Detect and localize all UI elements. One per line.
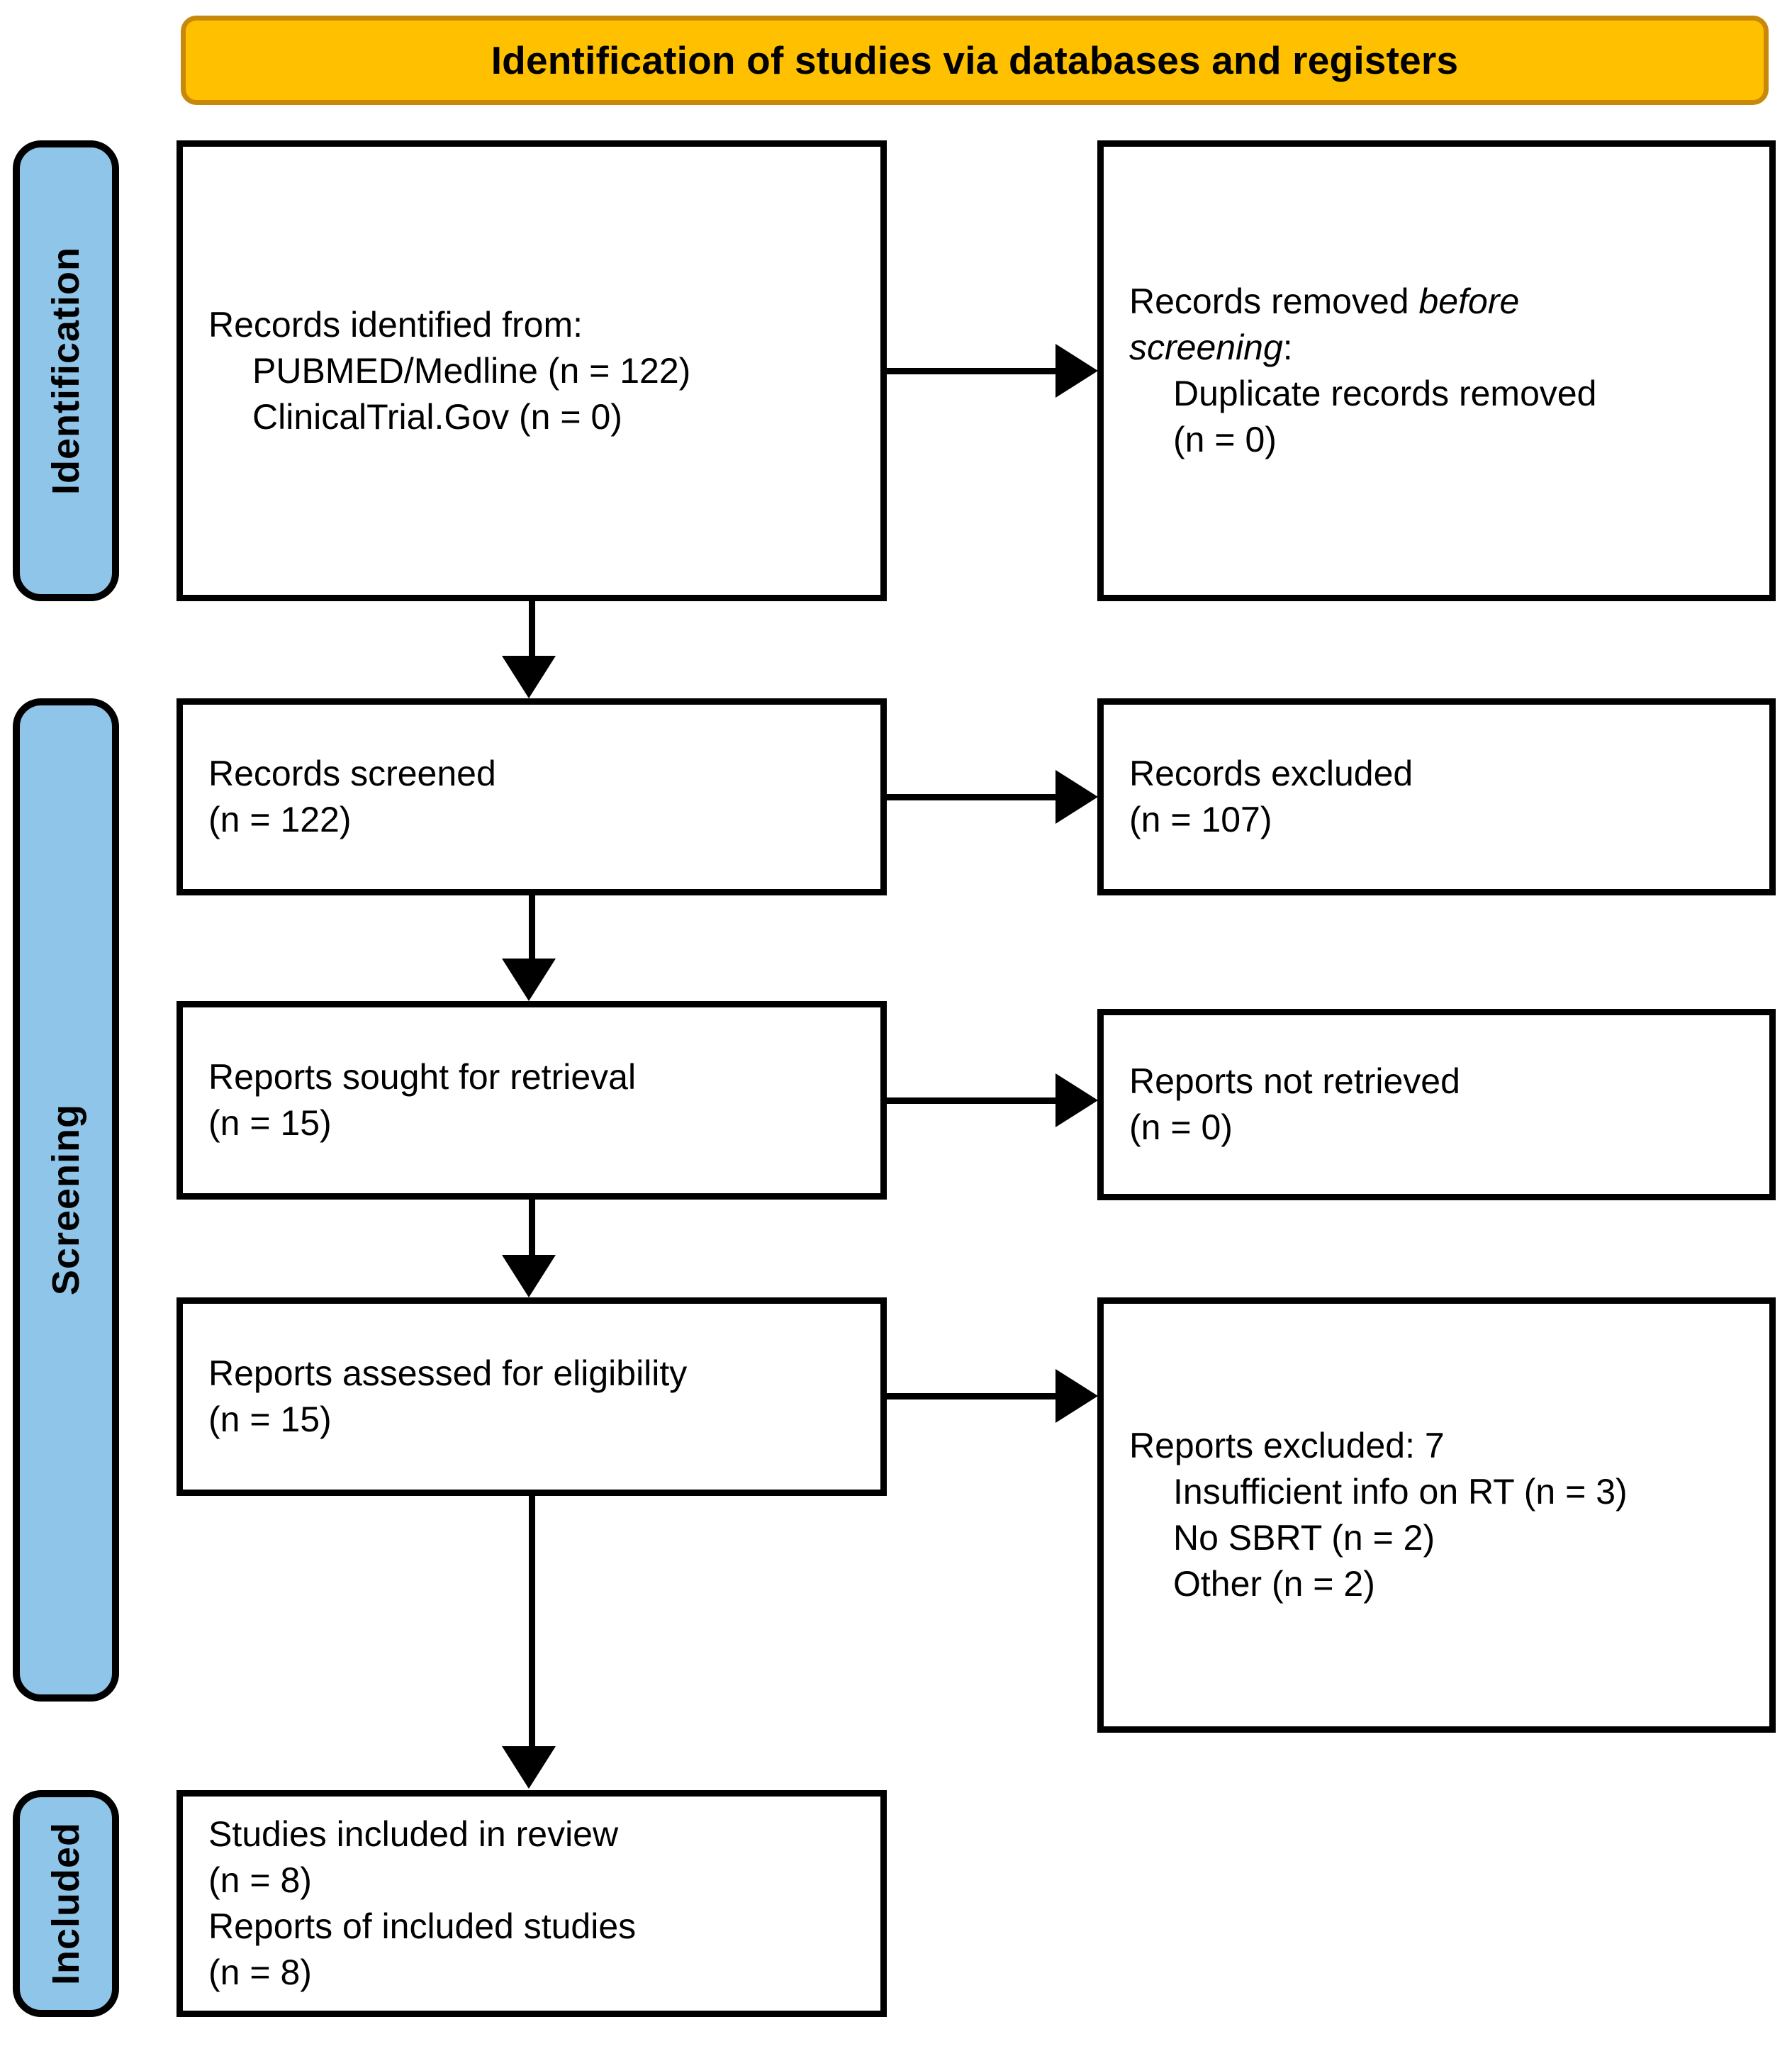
stage-label-identification-text: Identification [45, 247, 87, 495]
arrow-screened-to-excluded-line [887, 794, 1057, 800]
arrow-screened-to-excluded-head [1055, 770, 1098, 824]
reports-excluded-line-1: Reports excluded: 7 [1129, 1426, 1445, 1465]
reports-sought-line-1: Reports sought for retrieval [208, 1057, 637, 1097]
records-removed-colon: : [1282, 328, 1293, 367]
arrow-assessed-to-included-head [502, 1746, 556, 1789]
stage-label-screening-text: Screening [45, 1104, 87, 1296]
studies-included-line-2: (n = 8) [208, 1860, 312, 1900]
reports-assessed-line-1: Reports assessed for eligibility [208, 1353, 688, 1393]
records-removed-prefix: Records removed [1129, 281, 1419, 321]
records-removed-line-1: Records removed before [1129, 279, 1744, 325]
arrow-identified-to-removed-line [887, 368, 1057, 374]
arrow-screened-to-sought-line [529, 895, 535, 959]
records-removed-italic-screening: screening [1129, 328, 1283, 367]
reports-excluded-line-2: Insufficient info on RT (n = 3) [1173, 1472, 1628, 1512]
arrow-assessed-to-included-line [529, 1496, 535, 1748]
studies-included-line-4: (n = 8) [208, 1952, 312, 1992]
box-reports-sought-for-retrieval: Reports sought for retrieval (n = 15) [177, 1001, 887, 1200]
box-records-identified: Records identified from: PUBMED/Medline … [177, 140, 887, 601]
records-identified-line-2: PUBMED/Medline (n = 122) [252, 350, 691, 391]
records-excluded-line-2: (n = 107) [1129, 800, 1272, 839]
stage-label-included: Included [13, 1790, 119, 2017]
box-records-removed-before-screening: Records removed before screening: Duplic… [1097, 140, 1776, 601]
arrow-assessed-to-excluded-head [1055, 1369, 1098, 1423]
records-screened-line-2: (n = 122) [208, 800, 352, 839]
reports-excluded-line-3: No SBRT (n = 2) [1173, 1518, 1435, 1558]
reports-not-retrieved-line-1: Reports not retrieved [1129, 1061, 1460, 1101]
diagram-title: Identification of studies via databases … [491, 38, 1459, 82]
arrow-screened-to-sought-head [502, 959, 556, 1001]
box-records-excluded: Records excluded (n = 107) [1097, 698, 1776, 895]
reports-assessed-line-2: (n = 15) [208, 1399, 332, 1439]
box-records-screened: Records screened (n = 122) [177, 698, 887, 895]
arrow-identified-to-screened-line [529, 601, 535, 658]
box-reports-excluded-detail: Reports excluded: 7 Insufficient info on… [1097, 1297, 1776, 1733]
reports-excluded-line-4: Other (n = 2) [1173, 1564, 1375, 1604]
arrow-sought-to-not-retrieved-head [1055, 1073, 1098, 1127]
arrow-sought-to-assessed-line [529, 1200, 535, 1256]
arrow-assessed-to-excluded-line [887, 1393, 1057, 1399]
box-reports-not-retrieved: Reports not retrieved (n = 0) [1097, 1009, 1776, 1200]
stage-label-included-text: Included [45, 1821, 87, 1985]
arrow-sought-to-not-retrieved-line [887, 1097, 1057, 1104]
arrow-identified-to-screened-head [502, 656, 556, 698]
reports-sought-line-2: (n = 15) [208, 1103, 332, 1143]
stage-label-screening: Screening [13, 698, 119, 1702]
records-excluded-line-1: Records excluded [1129, 754, 1413, 793]
studies-included-line-3: Reports of included studies [208, 1906, 637, 1946]
diagram-title-banner: Identification of studies via databases … [181, 16, 1769, 105]
arrow-sought-to-assessed-head [502, 1255, 556, 1297]
stage-label-identification: Identification [13, 140, 119, 601]
records-removed-line-3: Duplicate records removed [1173, 374, 1597, 413]
arrow-identified-to-removed-head [1055, 344, 1098, 398]
reports-not-retrieved-line-2: (n = 0) [1129, 1107, 1233, 1147]
records-removed-line-4: (n = 0) [1173, 420, 1277, 459]
studies-included-line-1: Studies included in review [208, 1814, 619, 1854]
records-removed-line-2: screening: [1129, 325, 1744, 371]
box-studies-included-in-review: Studies included in review (n = 8) Repor… [177, 1790, 887, 2017]
records-removed-italic-before: before [1418, 281, 1520, 321]
records-identified-line-3: ClinicalTrial.Gov (n = 0) [252, 396, 622, 437]
box-reports-assessed-for-eligibility: Reports assessed for eligibility (n = 15… [177, 1297, 887, 1496]
records-screened-line-1: Records screened [208, 754, 496, 793]
records-identified-line-1: Records identified from: [208, 304, 583, 345]
